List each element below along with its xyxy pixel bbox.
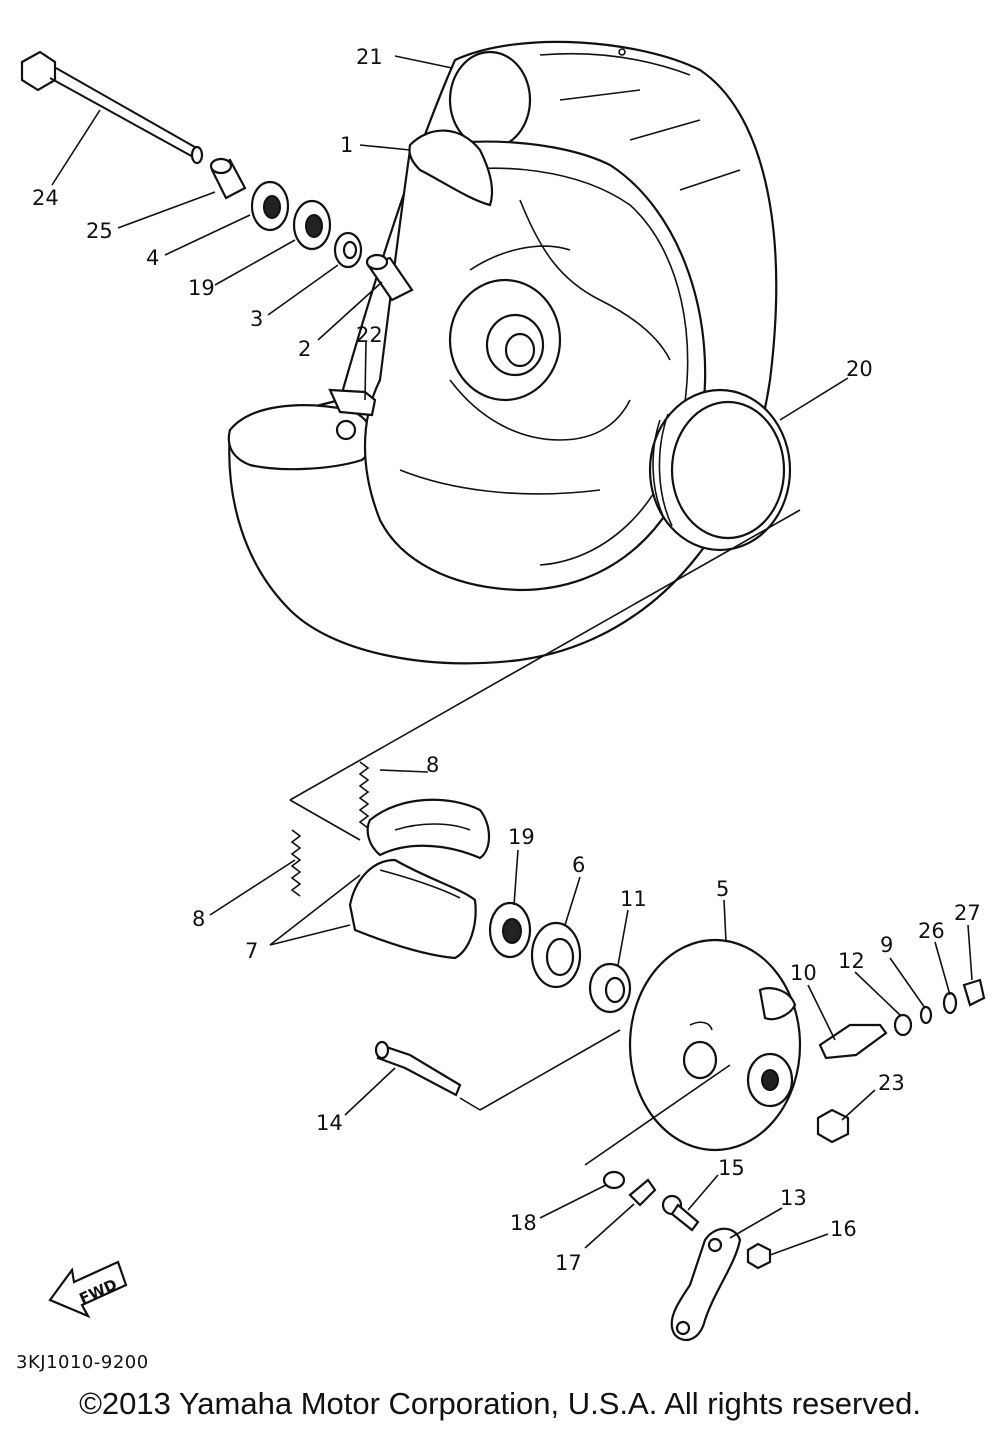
callout-27: 27 — [954, 901, 981, 925]
callout-15: 15 — [718, 1156, 745, 1180]
brake-camshaft — [374, 1040, 462, 1097]
callout-1: 1 — [340, 133, 353, 157]
callout-16: 16 — [830, 1217, 857, 1241]
callout-labels: 21 1 24 25 4 19 3 2 22 20 8 8 7 19 6 11 … — [32, 45, 981, 1275]
meter-gear — [818, 1023, 888, 1060]
callout-13: 13 — [780, 1186, 807, 1210]
callout-26: 26 — [918, 919, 945, 943]
brake-drum-ring — [648, 388, 792, 552]
callout-3: 3 — [250, 307, 263, 331]
callout-17: 17 — [555, 1251, 582, 1275]
fwd-arrow-icon: FWD — [48, 1260, 128, 1319]
tire-flap — [408, 129, 494, 207]
shoe-spring-lower — [290, 829, 302, 897]
bearing-upper — [250, 180, 332, 251]
oil-seal — [333, 231, 363, 269]
axle-nut — [816, 1108, 850, 1144]
axle — [20, 50, 204, 165]
callout-6: 6 — [572, 853, 585, 877]
brake-lever — [670, 1227, 742, 1342]
washer-18 — [602, 1170, 626, 1190]
brake-shoes — [348, 798, 491, 960]
washer-12 — [893, 1013, 913, 1037]
oil-seal-lower — [530, 921, 582, 989]
spacer — [365, 253, 414, 302]
drawing-code: 3KJ1010-9200 — [16, 1352, 149, 1373]
wear-indicator — [628, 1178, 657, 1207]
cap-27 — [962, 978, 986, 1007]
callout-24: 24 — [32, 186, 59, 210]
callout-8-lower: 8 — [192, 907, 205, 931]
callout-8-upper: 8 — [426, 753, 439, 777]
callout-19: 19 — [188, 276, 215, 300]
callout-12: 12 — [838, 949, 865, 973]
callout-25: 25 — [86, 219, 113, 243]
bearing-lower — [488, 901, 532, 959]
callout-9: 9 — [880, 933, 893, 957]
nut-16 — [746, 1242, 772, 1270]
rim — [363, 140, 707, 592]
washer-9 — [919, 1005, 933, 1025]
circlip-26 — [942, 991, 958, 1015]
callout-7: 7 — [245, 939, 258, 963]
meter-clutch — [588, 962, 632, 1014]
copyright-notice: ©2013 Yamaha Motor Corporation, U.S.A. A… — [79, 1386, 921, 1421]
exploded-parts-diagram: 21 1 24 25 4 19 3 2 22 20 8 8 7 19 6 11 … — [20, 40, 986, 1342]
callout-18: 18 — [510, 1211, 537, 1235]
callout-14: 14 — [316, 1111, 343, 1135]
shoe-spring-upper — [358, 761, 370, 829]
callout-5: 5 — [716, 877, 729, 901]
bolt-15 — [661, 1194, 700, 1232]
leader-lines — [51, 55, 973, 1256]
callout-20: 20 — [846, 357, 873, 381]
collar — [209, 157, 247, 200]
callout-11: 11 — [620, 887, 647, 911]
callout-19-lower: 19 — [508, 825, 535, 849]
assembly-lines — [289, 509, 801, 1166]
callout-10: 10 — [790, 961, 817, 985]
brake-plate — [628, 938, 802, 1152]
callout-21: 21 — [356, 45, 383, 69]
callout-22: 22 — [356, 323, 383, 347]
callout-2: 2 — [298, 337, 311, 361]
callout-23: 23 — [878, 1071, 905, 1095]
callout-4: 4 — [146, 246, 159, 270]
valve-stem — [328, 388, 377, 441]
